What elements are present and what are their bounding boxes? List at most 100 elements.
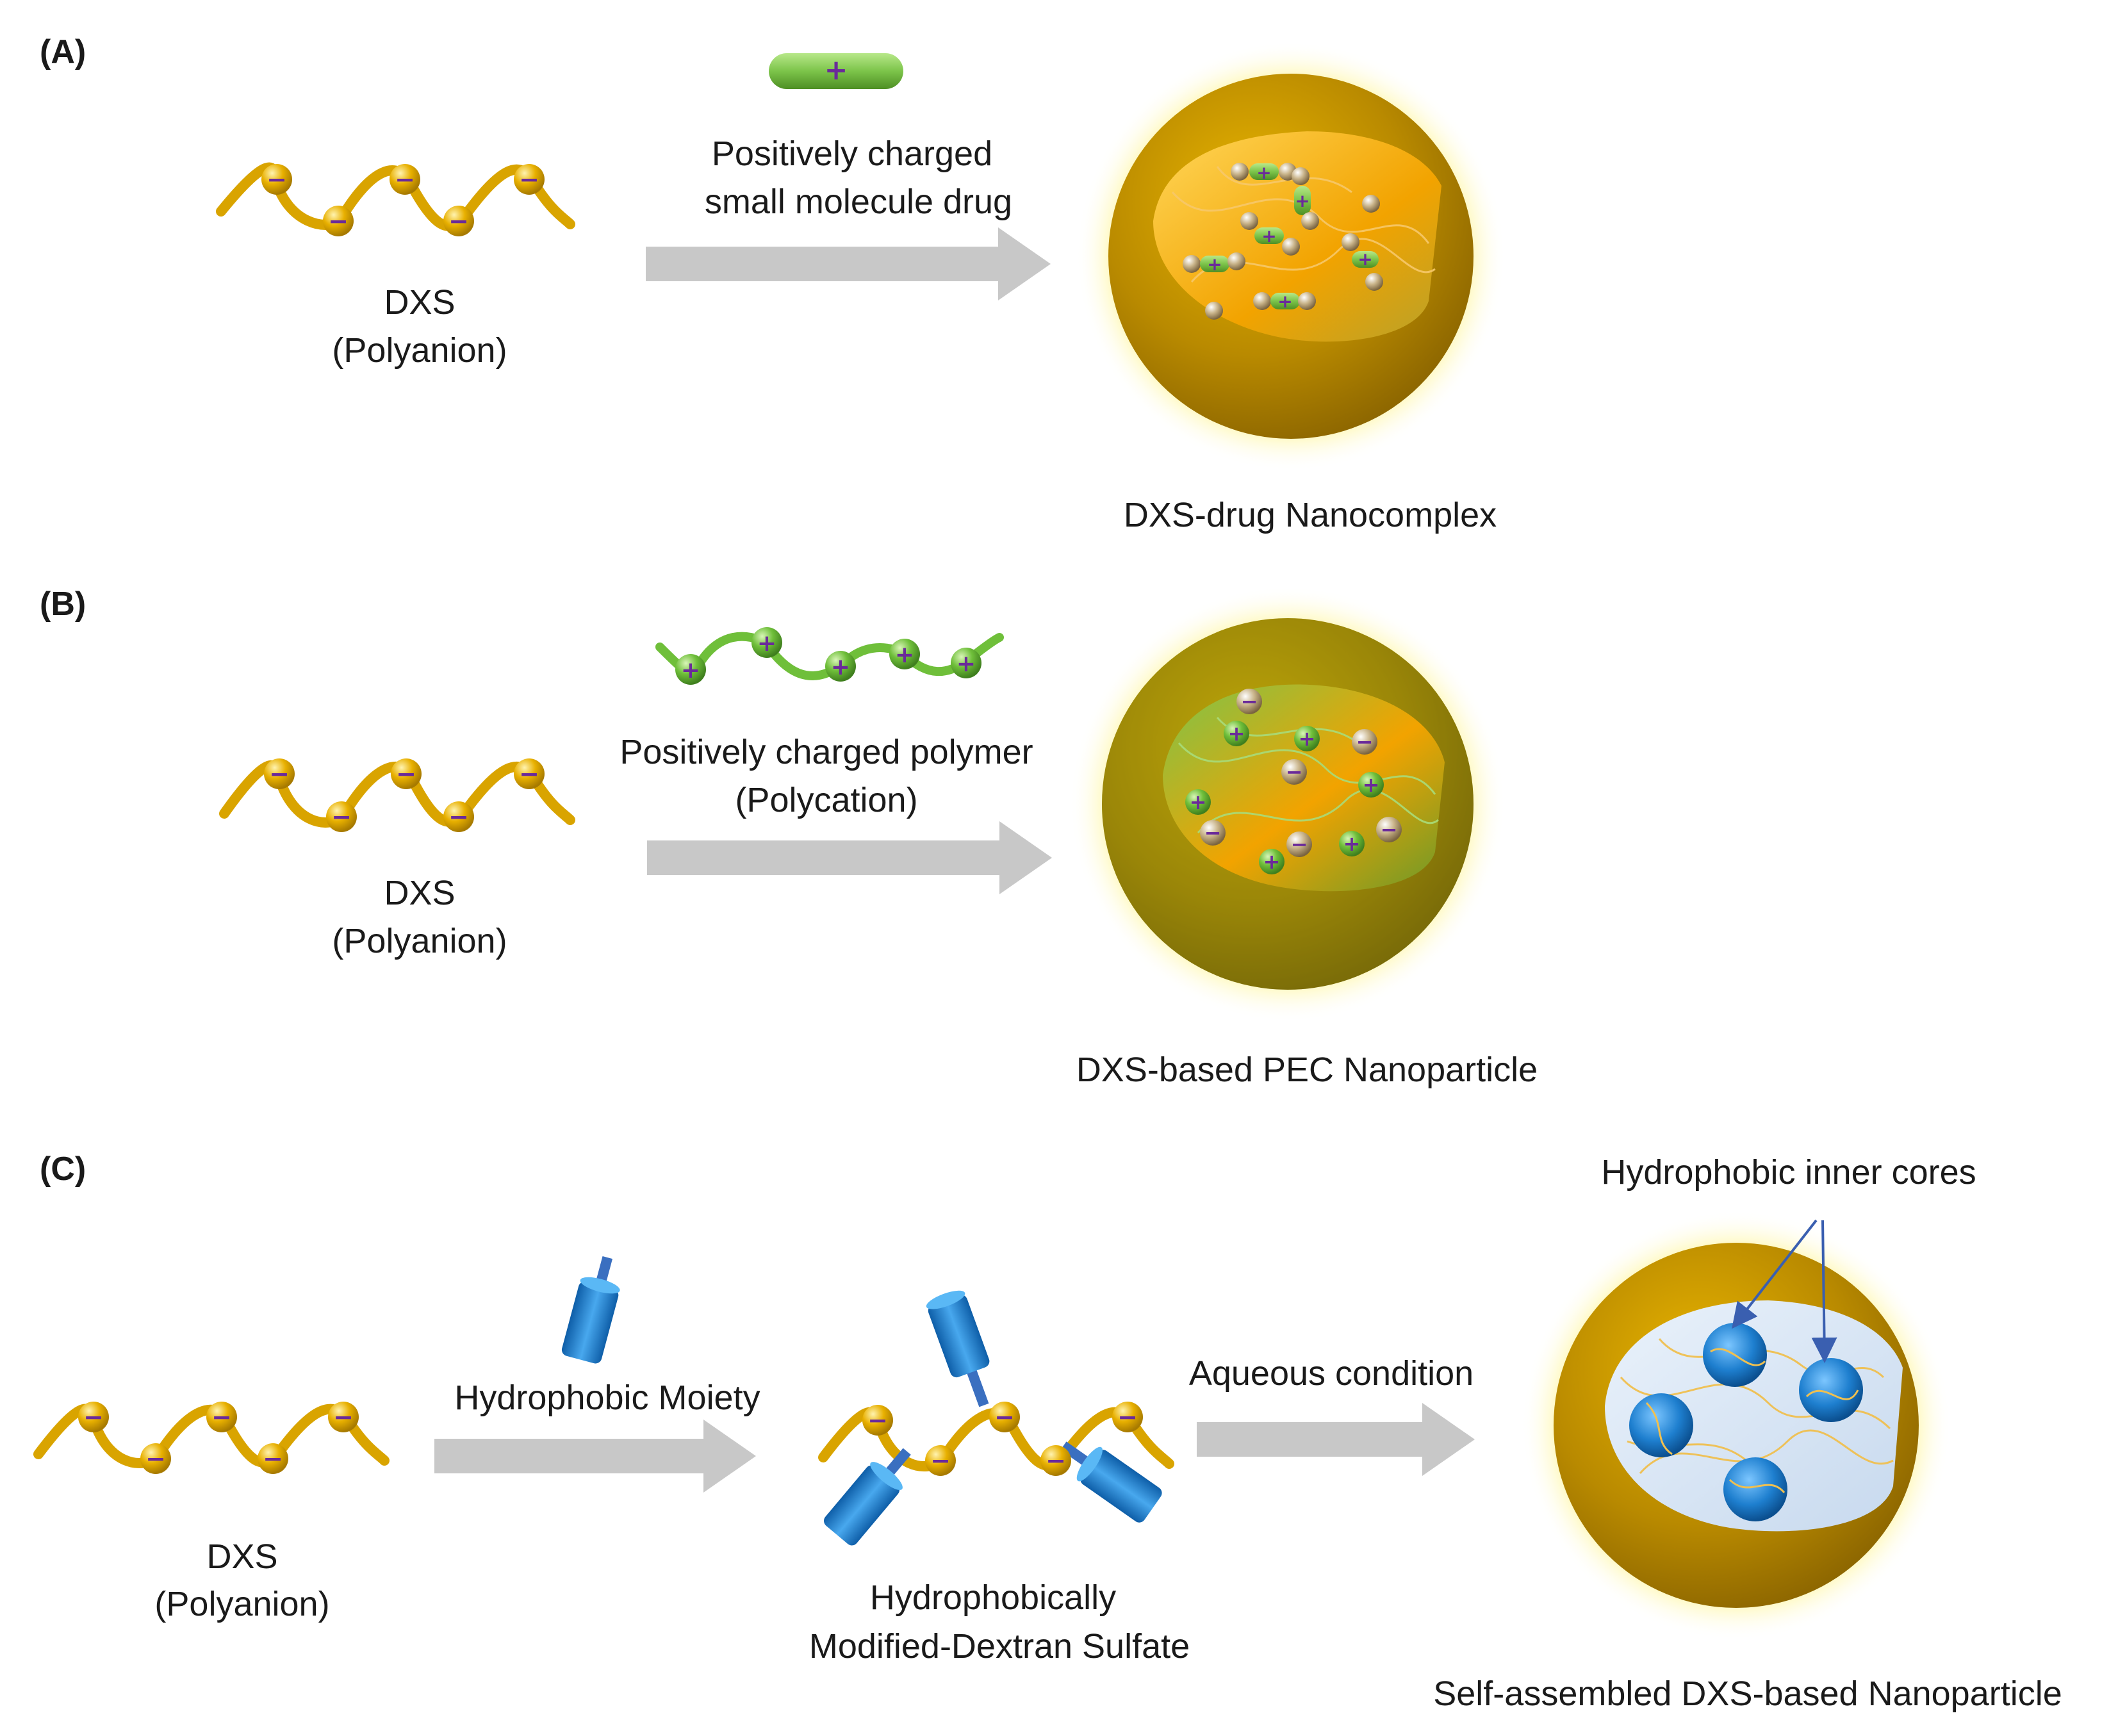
svg-text:−: −	[519, 165, 539, 193]
dxs-chain-c: − − − − −	[33, 1402, 390, 1474]
svg-text:−: −	[267, 165, 287, 193]
dxs-label-b: DXS	[384, 874, 455, 912]
free-anion-bead	[1362, 195, 1380, 213]
svg-text:−: −	[1046, 1446, 1066, 1475]
attached-moiety-icon	[926, 1290, 990, 1407]
negative-bead: −	[862, 1405, 893, 1436]
drug-complex: +	[1231, 162, 1297, 183]
svg-text:−: −	[1286, 760, 1303, 784]
svg-text:+: +	[1228, 721, 1245, 746]
hydrophobic-core-sphere	[1629, 1393, 1693, 1457]
svg-text:−: −	[395, 165, 415, 193]
svg-text:−: −	[1117, 1403, 1138, 1431]
product-label-c: Self-assembled DXS-based Nanoparticle	[1433, 1675, 2062, 1713]
drug-complex: +	[1253, 291, 1316, 312]
svg-text:+: +	[1295, 190, 1309, 211]
attached-moiety-icon	[1060, 1441, 1162, 1523]
small-molecule-drug-icon: +	[769, 53, 903, 89]
negative-bead: −	[1040, 1445, 1071, 1476]
negative-bead: −	[323, 206, 354, 236]
reaction-arrow-c2	[1197, 1403, 1475, 1476]
dxs-sublabel-b: (Polyanion)	[332, 922, 507, 960]
intermediate-label-line1: Hydrophobically	[870, 1578, 1116, 1617]
svg-text:−: −	[1241, 689, 1258, 714]
svg-text:+: +	[757, 630, 776, 657]
positive-bead: +	[675, 654, 706, 685]
negative-bead: −	[206, 1402, 237, 1432]
free-anion-bead	[1205, 302, 1223, 320]
svg-text:−: −	[448, 207, 469, 235]
svg-text:−: −	[331, 803, 352, 831]
positive-bead: +	[825, 651, 856, 682]
negative-bead: −	[514, 164, 545, 195]
intermediate-label-line2: Modified-Dextran Sulfate	[809, 1627, 1190, 1666]
drug-complex: +	[1292, 167, 1319, 230]
svg-text:+: +	[1277, 291, 1292, 312]
product-label-b: DXS-based PEC Nanoparticle	[1076, 1051, 1538, 1089]
positive-bead: +	[751, 627, 782, 658]
callout-arrow	[1811, 1220, 1837, 1363]
pec-nanoparticle: − + + − − + + − − + − +	[1070, 586, 1506, 1022]
svg-text:−: −	[1204, 821, 1222, 845]
negative-bead: −	[328, 1402, 359, 1432]
callout-arrow	[1732, 1219, 1818, 1329]
positive-bead: +	[889, 639, 920, 669]
negative-bead: −	[1112, 1402, 1143, 1432]
svg-text:−: −	[211, 1403, 232, 1431]
negative-bead: −	[443, 801, 474, 832]
reaction-arrow-b	[647, 821, 1052, 894]
negative-bead: −	[1281, 759, 1307, 785]
reagent-label-a-line1: Positively charged	[712, 135, 992, 173]
negative-bead: −	[261, 164, 292, 195]
svg-text:−: −	[145, 1445, 166, 1473]
svg-text:+: +	[956, 651, 976, 677]
panel-b: (B) − − − − − DXS (Polyanion) + + + + + …	[40, 585, 1538, 1089]
svg-text:+: +	[895, 642, 914, 668]
negative-bead: −	[514, 758, 545, 789]
drug-complex: +	[1183, 252, 1245, 275]
svg-text:−: −	[269, 760, 290, 788]
positive-bead: +	[1224, 721, 1249, 746]
negative-bead: −	[1286, 831, 1312, 857]
svg-text:−: −	[994, 1403, 1015, 1431]
negative-bead: −	[264, 758, 295, 789]
dxs-label-c: DXS	[206, 1537, 277, 1576]
dxs-sublabel-c: (Polyanion)	[154, 1585, 329, 1623]
polycation-chain: + + + + +	[655, 627, 1004, 685]
attached-moiety-icon	[824, 1448, 911, 1546]
hydrophobic-moiety-icon	[561, 1256, 620, 1364]
positive-bead: +	[1185, 789, 1211, 815]
panel-a-label: (A)	[40, 33, 86, 70]
svg-text:+: +	[1207, 254, 1222, 275]
dxs-sublabel-a: (Polyanion)	[332, 331, 507, 370]
drug-complex: +	[1342, 233, 1383, 291]
panel-a: (A) − − − − − DXS (Polyanion) + Positive…	[40, 33, 1506, 534]
dxs-chain-a: − − − − −	[216, 162, 575, 236]
reagent-label-c: Hydrophobic Moiety	[454, 1379, 760, 1417]
reagent-label-a-line2: small molecule drug	[705, 183, 1012, 221]
self-assembled-nanoparticle	[1522, 1211, 1951, 1640]
positive-bead: +	[1339, 831, 1365, 856]
product-label-a: DXS-drug Nanocomplex	[1124, 496, 1497, 534]
callout-label: Hydrophobic inner cores	[1601, 1153, 1976, 1191]
svg-text:+: +	[1299, 726, 1316, 751]
positive-bead: +	[1358, 772, 1384, 798]
negative-bead: −	[1236, 689, 1262, 714]
svg-text:+: +	[1261, 225, 1276, 247]
negative-bead: −	[258, 1443, 288, 1474]
svg-text:−: −	[83, 1403, 104, 1431]
negative-bead: −	[1352, 729, 1377, 755]
negative-bead: −	[1376, 817, 1402, 842]
svg-text:+: +	[1190, 790, 1207, 814]
hydrophobic-core-sphere	[1799, 1358, 1863, 1422]
hydrophobic-core-sphere	[1703, 1323, 1767, 1387]
negative-bead: −	[925, 1445, 956, 1476]
svg-text:+: +	[1343, 831, 1361, 856]
svg-text:−: −	[930, 1446, 951, 1475]
panel-c: (C) − − − − − DXS (Polyanion) Hydrophobi…	[33, 1151, 2062, 1713]
hydrophobic-core-sphere	[1723, 1457, 1787, 1521]
svg-text:−: −	[328, 207, 349, 235]
negative-bead: −	[1200, 820, 1226, 846]
svg-text:+: +	[1256, 162, 1271, 183]
